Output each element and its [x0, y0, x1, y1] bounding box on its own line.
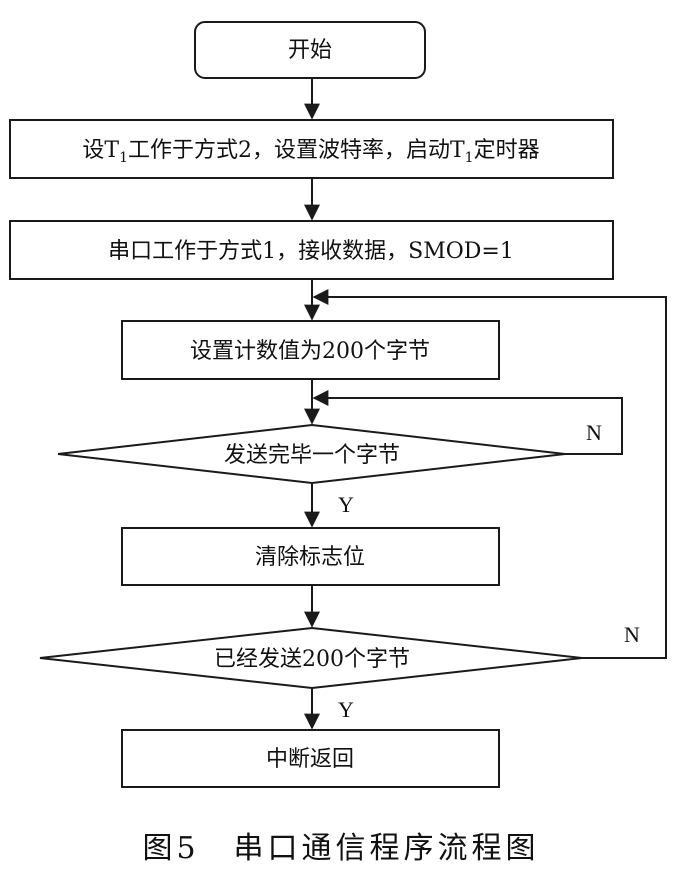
node-setup-timer-subscript: 1 — [465, 150, 474, 166]
node-start: 开始 — [194, 21, 426, 79]
node-clear-flag-shape — [121, 527, 500, 586]
node-clear-flag: 清除标志位 — [121, 527, 500, 586]
node-serial-mode-label: 串口工作于方式1，接收数据，SMOD=1 — [108, 239, 514, 264]
node-set-count-label: 设置计数值为200个字节 — [190, 339, 430, 364]
edge-label-byte-sent-yes: Y — [338, 492, 354, 517]
node-setup-timer-label: 设T1工作于方式2，设置波特率，启动T1定时器 — [82, 138, 539, 166]
node-start-shape — [194, 21, 426, 79]
node-clear-flag-label: 清除标志位 — [255, 545, 365, 570]
node-return-label: 中断返回 — [266, 747, 354, 772]
node-return-shape — [121, 729, 500, 788]
node-start-label: 开始 — [288, 38, 332, 63]
node-setup-timer-label-part: 工作于方式2，设置波特率，启动T — [128, 138, 465, 163]
node-setup-timer: 设T1工作于方式2，设置波特率，启动T1定时器 — [9, 119, 614, 179]
node-setup-timer-label-part: 设T — [82, 138, 119, 163]
node-setup-timer-shape — [9, 119, 614, 179]
node-setup-timer-subscript: 1 — [119, 150, 128, 166]
node-setup-timer-label-part: 定时器 — [474, 138, 540, 163]
node-set-count-shape — [121, 320, 500, 380]
node-serial-mode-shape — [9, 220, 614, 280]
node-byte-sent: 发送完毕一个字节 — [57, 423, 566, 485]
node-serial-mode: 串口工作于方式1，接收数据，SMOD=1 — [9, 220, 614, 280]
node-all-sent: 已经发送200个字节 — [39, 626, 583, 690]
node-set-count: 设置计数值为200个字节 — [121, 320, 500, 380]
edge-label-all-sent-no: N — [624, 622, 640, 647]
edge-label-all-sent-yes: Y — [338, 697, 354, 722]
figure-caption: 图5 串口通信程序流程图 — [142, 831, 539, 866]
node-all-sent-label: 已经发送200个字节 — [214, 647, 410, 672]
node-byte-sent-label: 发送完毕一个字节 — [224, 443, 400, 468]
edge-all-sent-no-loop — [312, 289, 667, 659]
edge-label-byte-sent-no: N — [586, 420, 602, 445]
edge-byte-sent-no-loop — [312, 390, 623, 455]
node-return: 中断返回 — [121, 729, 500, 788]
